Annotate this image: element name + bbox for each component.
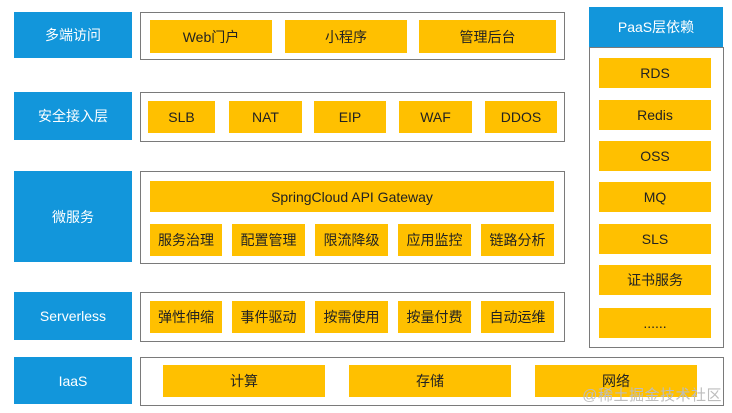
- micro-gateway: SpringCloud API Gateway: [150, 181, 554, 212]
- iaas-item-network: 网络: [535, 365, 697, 397]
- layer-label-micro: 微服务: [14, 171, 132, 262]
- layer-label-security: 安全接入层: [14, 92, 132, 140]
- layer-label-iaas: IaaS: [14, 357, 132, 404]
- access-item-miniprogram: 小程序: [285, 20, 407, 53]
- paas-item-sls: SLS: [599, 224, 711, 254]
- iaas-item-storage: 存储: [349, 365, 511, 397]
- paas-item-mq: MQ: [599, 182, 711, 212]
- paas-item-more: ......: [599, 308, 711, 338]
- watermark: @稀土掘金技术社区: [582, 387, 722, 404]
- security-item-ddos: DDOS: [485, 101, 557, 133]
- micro-item-monitor: 应用监控: [398, 224, 471, 256]
- paas-item-oss: OSS: [599, 141, 711, 171]
- paas-item-cert: 证书服务: [599, 265, 711, 295]
- access-item-web: Web门户: [150, 20, 272, 53]
- serverless-item-autoops: 自动运维: [481, 301, 554, 333]
- security-item-waf: WAF: [399, 101, 472, 133]
- serverless-item-scaling: 弹性伸缩: [150, 301, 222, 333]
- iaas-item-compute: 计算: [163, 365, 325, 397]
- micro-item-governance: 服务治理: [150, 224, 222, 256]
- paas-label: PaaS层依赖: [589, 7, 723, 47]
- layer-label-serverless: Serverless: [14, 292, 132, 340]
- micro-item-trace: 链路分析: [481, 224, 554, 256]
- serverless-item-payasgo: 按量付费: [398, 301, 471, 333]
- serverless-item-ondemand: 按需使用: [315, 301, 388, 333]
- security-item-slb: SLB: [148, 101, 215, 133]
- micro-item-config: 配置管理: [232, 224, 305, 256]
- access-item-admin: 管理后台: [419, 20, 556, 53]
- security-item-nat: NAT: [229, 101, 302, 133]
- security-item-eip: EIP: [314, 101, 386, 133]
- micro-item-ratelimit: 限流降级: [315, 224, 388, 256]
- paas-item-rds: RDS: [599, 58, 711, 88]
- serverless-item-event: 事件驱动: [232, 301, 305, 333]
- paas-item-redis: Redis: [599, 100, 711, 130]
- layer-label-access: 多端访问: [14, 12, 132, 58]
